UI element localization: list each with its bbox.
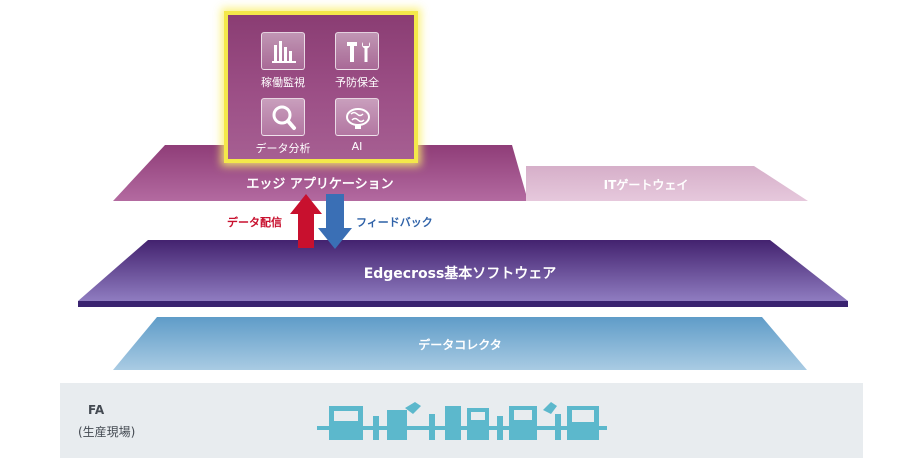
data-distribution-arrow <box>290 194 322 248</box>
basic-software-layer <box>78 240 848 301</box>
app-label-maintenance: 予防保全 <box>335 76 379 89</box>
fa-subtitle: (生産現場) <box>78 425 136 439</box>
app-label-analysis: データ分析 <box>255 142 311 155</box>
data-collector-label: データコレクタ <box>418 338 502 352</box>
feedback-arrow <box>318 194 352 249</box>
edge-app-layer <box>113 145 528 201</box>
it-gateway-label: ITゲートウェイ <box>603 178 689 192</box>
app-label-ai: AI <box>351 140 363 153</box>
basic-software-edge <box>78 301 848 307</box>
brain-icon <box>335 98 379 136</box>
tools-icon <box>335 32 379 70</box>
fa-band <box>60 383 863 458</box>
fa-title: FA <box>88 403 105 417</box>
feedback-label: フィードバック <box>356 216 433 229</box>
edge-app-label: エッジ アプリケーション <box>246 177 394 192</box>
data-collector-layer <box>113 317 807 370</box>
app-label-monitoring: 稼働監視 <box>261 76 305 89</box>
magnifier-icon <box>261 98 305 136</box>
factory-line-illustration <box>317 402 607 440</box>
edge-app-panel: 稼働監視 予防保全 データ分析 AI <box>224 11 418 163</box>
basic-software-label: Edgecross基本ソフトウェア <box>363 266 557 282</box>
it-gateway-layer <box>526 166 808 201</box>
bar-chart-icon <box>261 32 305 70</box>
data-distribution-label: データ配信 <box>227 216 282 229</box>
